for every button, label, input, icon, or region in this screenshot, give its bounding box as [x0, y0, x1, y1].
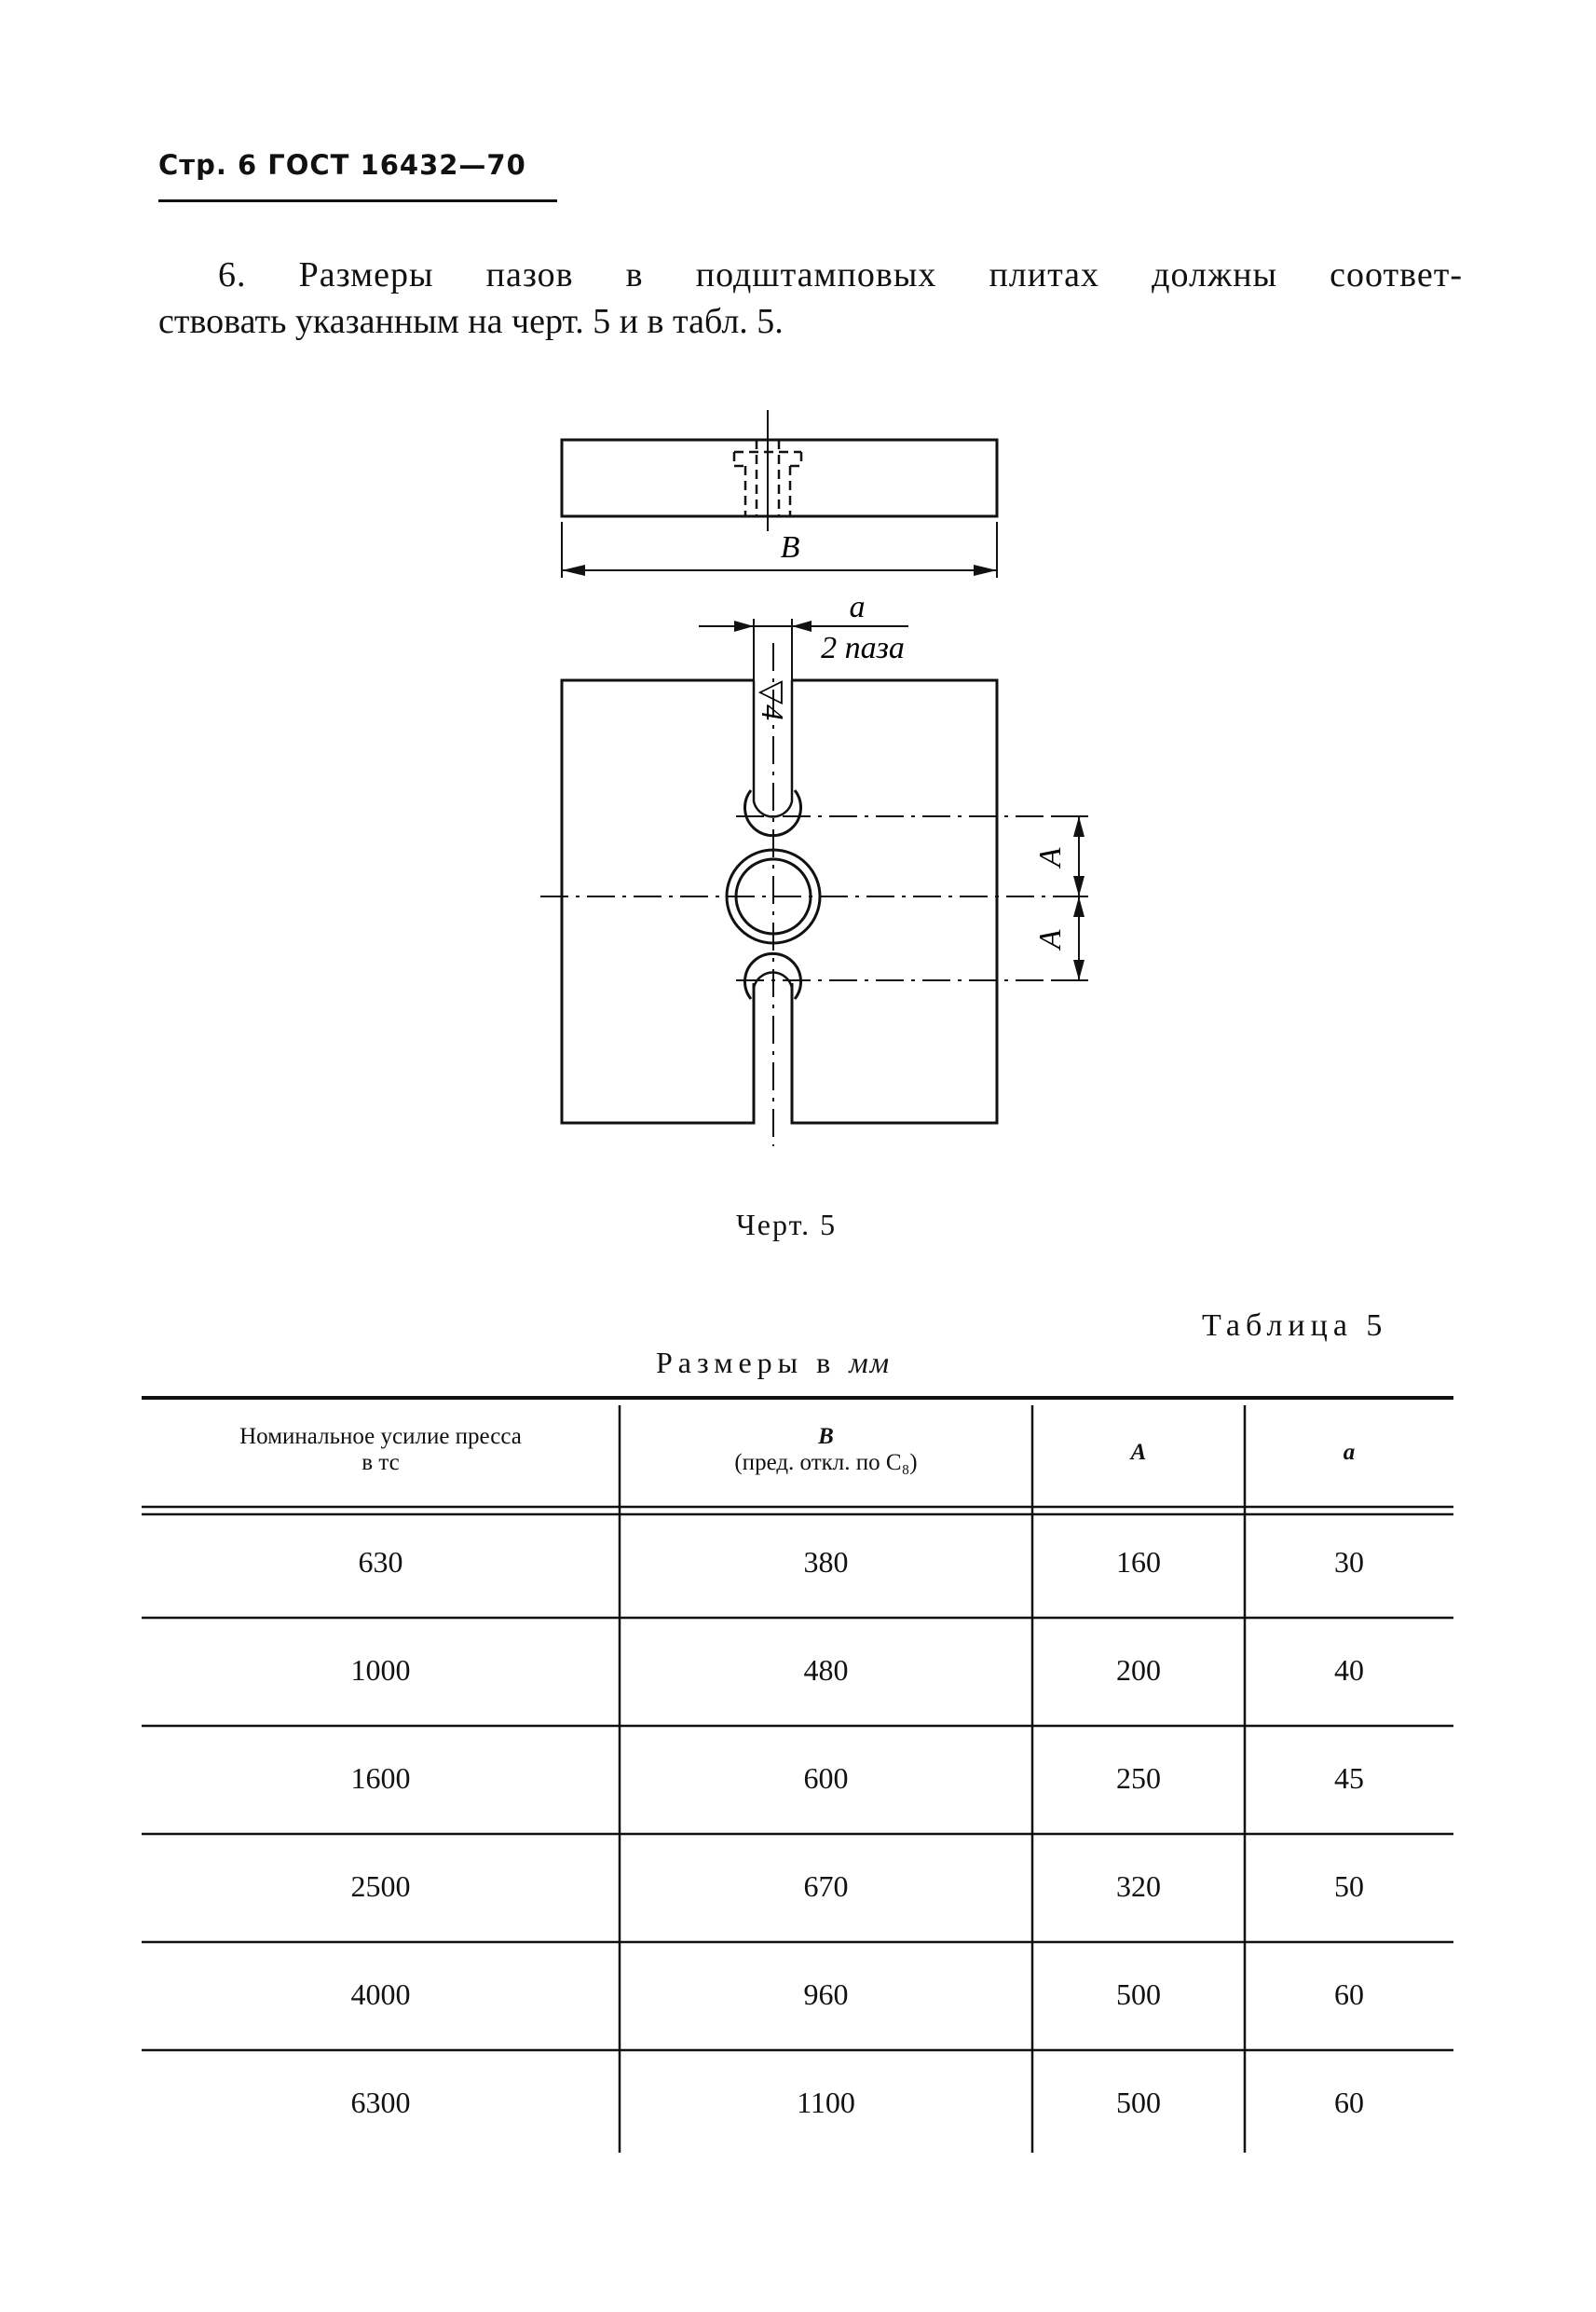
table-cell: 670 [803, 1869, 849, 1903]
table-cell: 480 [803, 1653, 849, 1687]
units-note: Размеры в мм [656, 1346, 891, 1380]
table-cell: 45 [1334, 1761, 1364, 1795]
table-cell: 2500 [350, 1869, 411, 1903]
paragraph: 6. Размеры пазов в подштамповых плитах д… [158, 252, 1463, 345]
header-cell-force: Номинальное усилие пресса в тс [239, 1424, 522, 1475]
table-cell: 60 [1334, 1977, 1364, 2011]
header-cell-A: A [1130, 1440, 1147, 1465]
roughness-symbol: ▽4 [755, 680, 789, 720]
table-cell: 60 [1334, 2086, 1364, 2119]
label-A-lower: A [1033, 929, 1068, 951]
table-cell: 50 [1334, 1869, 1364, 1903]
table-cell: 4000 [350, 1977, 411, 2011]
table-title: Таблица 5 [1202, 1308, 1388, 1343]
header-cell-a: a [1343, 1440, 1356, 1465]
table-cell: 1100 [797, 2086, 855, 2119]
table-cell: 320 [1116, 1869, 1161, 1903]
table-cell: 380 [803, 1545, 849, 1579]
table-cell: 250 [1116, 1761, 1161, 1795]
table-cell: 960 [803, 1977, 849, 2011]
units-prefix: Размеры в [656, 1346, 837, 1379]
table-cell: 200 [1116, 1653, 1161, 1687]
table-cell: 500 [1116, 1977, 1161, 2011]
table-cell: 40 [1334, 1653, 1364, 1687]
lower-slot-counterbore [743, 951, 802, 1000]
label-2-slots: 2 паза [821, 631, 905, 665]
drawing-caption: Черт. 5 [736, 1208, 838, 1241]
table-cell: 30 [1334, 1545, 1364, 1579]
table-cell: 500 [1116, 2086, 1161, 2119]
label-A-upper: A [1033, 847, 1068, 869]
table-cell: 1600 [350, 1761, 411, 1795]
paragraph-line-2: ствовать указанным на черт. 5 и в табл. … [158, 302, 784, 341]
units-unit: мм [849, 1346, 892, 1379]
label-a: a [850, 590, 866, 624]
center-lines [540, 643, 1053, 1146]
paragraph-line-1: 6. Размеры пазов в подштамповых плитах д… [218, 255, 1463, 294]
header-rule [158, 199, 557, 202]
table-cell: 160 [1116, 1545, 1161, 1579]
table-cell: 1000 [350, 1653, 411, 1687]
header-cell-B: B (пред. откл. по C₈) [734, 1424, 918, 1475]
table-cell: 600 [803, 1761, 849, 1795]
label-B: B [781, 530, 800, 565]
technical-drawing: B a 2 паза ▽4 A A [540, 410, 1088, 1146]
page-header: Стр. 6 ГОСТ 16432—70 [158, 149, 526, 181]
table-cell: 6300 [350, 2086, 411, 2119]
table-cell: 630 [358, 1545, 403, 1579]
